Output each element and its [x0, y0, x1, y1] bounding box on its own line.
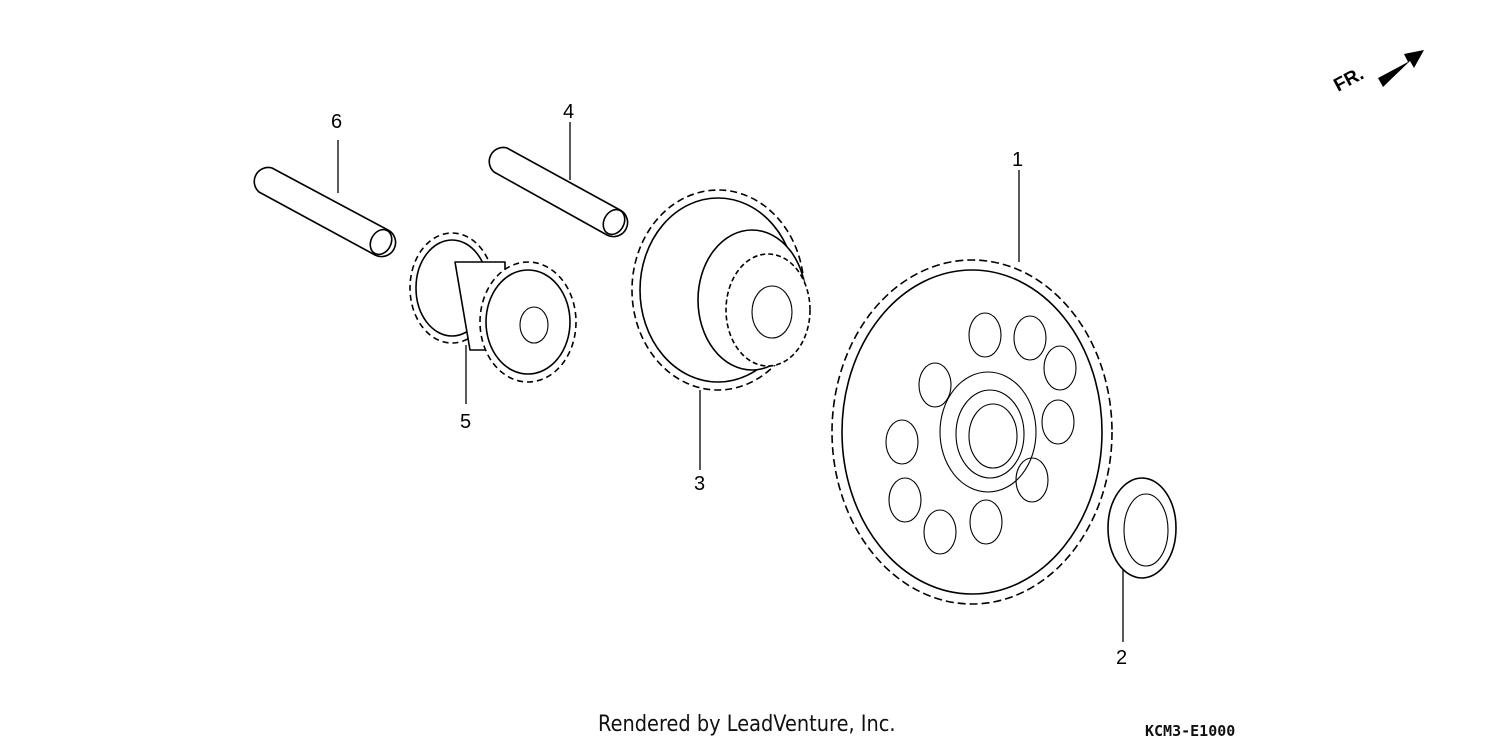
- callout-2: 2: [1116, 647, 1127, 669]
- footer-credit: Rendered by LeadVenture, Inc.: [598, 712, 896, 737]
- part-2-washer: 2: [1107, 477, 1177, 669]
- gear-lightening-holes: [885, 312, 1077, 555]
- callout-5: 5: [460, 411, 471, 433]
- front-direction-arrow-icon: [1378, 50, 1424, 87]
- part-6-pin: 6: [253, 111, 397, 258]
- front-direction-indicator: FR.: [1330, 50, 1424, 96]
- callout-4: 4: [563, 101, 574, 123]
- part-4-pin: 4: [488, 101, 629, 238]
- part-3-idle-gear: 3: [631, 189, 811, 495]
- part-1-driven-gear: 1: [831, 149, 1113, 605]
- callout-6: 6: [331, 111, 342, 133]
- diagram-code: KCM3-E1000: [1145, 722, 1236, 740]
- callout-1: 1: [1012, 149, 1023, 171]
- callout-3: 3: [694, 473, 705, 495]
- part-5-double-gear: 5: [409, 232, 577, 433]
- front-direction-label: FR.: [1330, 64, 1367, 97]
